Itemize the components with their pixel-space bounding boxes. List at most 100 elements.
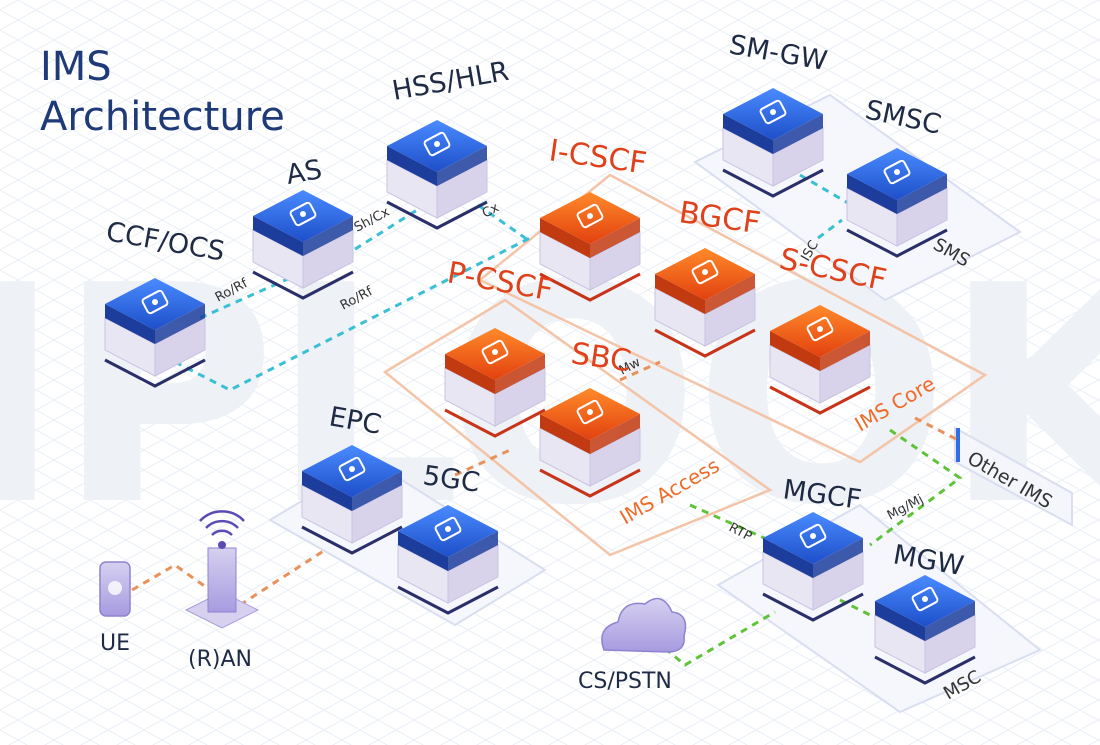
node-icscf <box>539 192 641 302</box>
node-scscf <box>769 305 871 415</box>
platform-ims-access <box>382 298 773 557</box>
node-epc-block-left <box>302 471 352 511</box>
node-ccf <box>104 278 206 388</box>
node-hss <box>386 120 488 230</box>
node-mgcf-block-left <box>763 538 813 578</box>
node-mgw-block-right <box>925 601 975 641</box>
node-bgcf-base <box>654 328 756 358</box>
phone-call-icon <box>576 399 604 425</box>
node-smgw <box>722 88 824 198</box>
node-epc <box>301 445 403 555</box>
line-core-other <box>914 416 959 442</box>
page-title-line1: IMS <box>40 44 112 90</box>
node-ccf-block-right <box>155 304 205 344</box>
node-mgcf <box>762 512 864 622</box>
antenna-tower-icon <box>207 547 237 613</box>
line-5gc-sbc <box>454 448 511 477</box>
signal-waves-icon <box>199 510 245 536</box>
cloud-icon <box>601 597 687 653</box>
node-mgw <box>874 575 976 685</box>
node-as-block-right <box>303 216 353 256</box>
node-sbc <box>539 388 641 498</box>
node-smsc-block-right <box>897 174 947 214</box>
phone-icon <box>289 201 317 227</box>
line-ran-epc <box>239 548 326 607</box>
node-smsc-block-left <box>847 174 897 214</box>
node-bgcf-block-left <box>655 274 705 314</box>
node-label-as: AS <box>284 154 324 191</box>
node-sbc-block-right <box>590 414 640 454</box>
node-ccf-base <box>104 358 206 388</box>
mail-icon <box>883 159 911 185</box>
node-bgcf-block-right <box>705 274 755 314</box>
device-label-ran: (R)AN <box>188 647 252 672</box>
node-epc-block-right <box>352 471 402 511</box>
node-fivegc-base <box>397 585 499 615</box>
node-icscf-block-left <box>540 218 590 258</box>
edge-label-cx: Cx <box>480 200 502 221</box>
node-mgw-side-right <box>924 614 976 674</box>
node-pcscf-block-left <box>445 354 495 394</box>
node-fivegc-block-right <box>448 531 498 571</box>
antenna-dot <box>218 541 226 549</box>
atom-icon <box>338 456 366 482</box>
device-label-cs-pstn: CS/PSTN <box>578 669 672 694</box>
node-hss-side-right <box>436 159 488 219</box>
ran-device: (R)AN <box>184 510 260 672</box>
database-icon <box>423 131 451 157</box>
node-hss-block-left <box>387 146 437 186</box>
ue-device: UE <box>99 561 131 656</box>
node-fivegc-side-right <box>447 544 499 604</box>
node-mgcf-side-right <box>812 551 864 611</box>
node-mgw-base <box>874 655 976 685</box>
phone-icon <box>691 259 719 285</box>
node-as-base <box>252 270 354 300</box>
globe-icon <box>434 516 462 542</box>
node-mgcf-block-right <box>813 538 863 578</box>
node-hss-base <box>386 200 488 230</box>
line-hss-icscf <box>477 203 529 242</box>
share-icon <box>759 99 787 125</box>
node-fivegc <box>397 505 499 615</box>
node-scscf-block-left <box>770 331 820 371</box>
node-as <box>252 190 354 300</box>
grid-icon <box>911 586 939 612</box>
line-ue-ran <box>131 563 211 592</box>
nodes-layer <box>104 88 976 685</box>
node-icscf-base <box>539 272 641 302</box>
node-smgw-block-left <box>723 114 773 154</box>
node-sbc-block-left <box>540 414 590 454</box>
node-as-side-right <box>302 229 354 289</box>
node-ccf-block-left <box>105 304 155 344</box>
node-as-block-left <box>253 216 303 256</box>
page-title-line2: Architecture <box>40 94 285 140</box>
list-icon <box>799 523 827 549</box>
node-hss-block-right <box>437 146 487 186</box>
cs-pstn-device: CS/PSTN <box>578 597 687 694</box>
node-label-sbc: SBC <box>569 336 633 379</box>
node-fivegc-block-left <box>398 531 448 571</box>
node-pcscf <box>444 328 546 438</box>
document-icon <box>481 339 509 365</box>
hierarchy-icon <box>576 203 604 229</box>
node-smgw-base <box>722 168 824 198</box>
node-smsc-base <box>846 228 948 258</box>
node-pcscf-base <box>444 408 546 438</box>
node-bgcf <box>654 248 756 358</box>
server-icon <box>806 316 834 342</box>
charging-icon <box>141 289 169 315</box>
ue-cloud-glyph <box>108 581 122 595</box>
node-pcscf-block-right <box>495 354 545 394</box>
line-other-mgcf <box>869 428 963 547</box>
platform-other-ims <box>954 426 1073 527</box>
node-icscf-block-right <box>590 218 640 258</box>
node-mgcf-base <box>762 592 864 622</box>
node-sbc-base <box>539 468 641 498</box>
node-scscf-block-right <box>820 331 870 371</box>
node-smgw-block-right <box>773 114 823 154</box>
line-mgcf-mgw <box>839 598 891 627</box>
node-scscf-base <box>769 385 871 415</box>
node-epc-base <box>301 525 403 555</box>
